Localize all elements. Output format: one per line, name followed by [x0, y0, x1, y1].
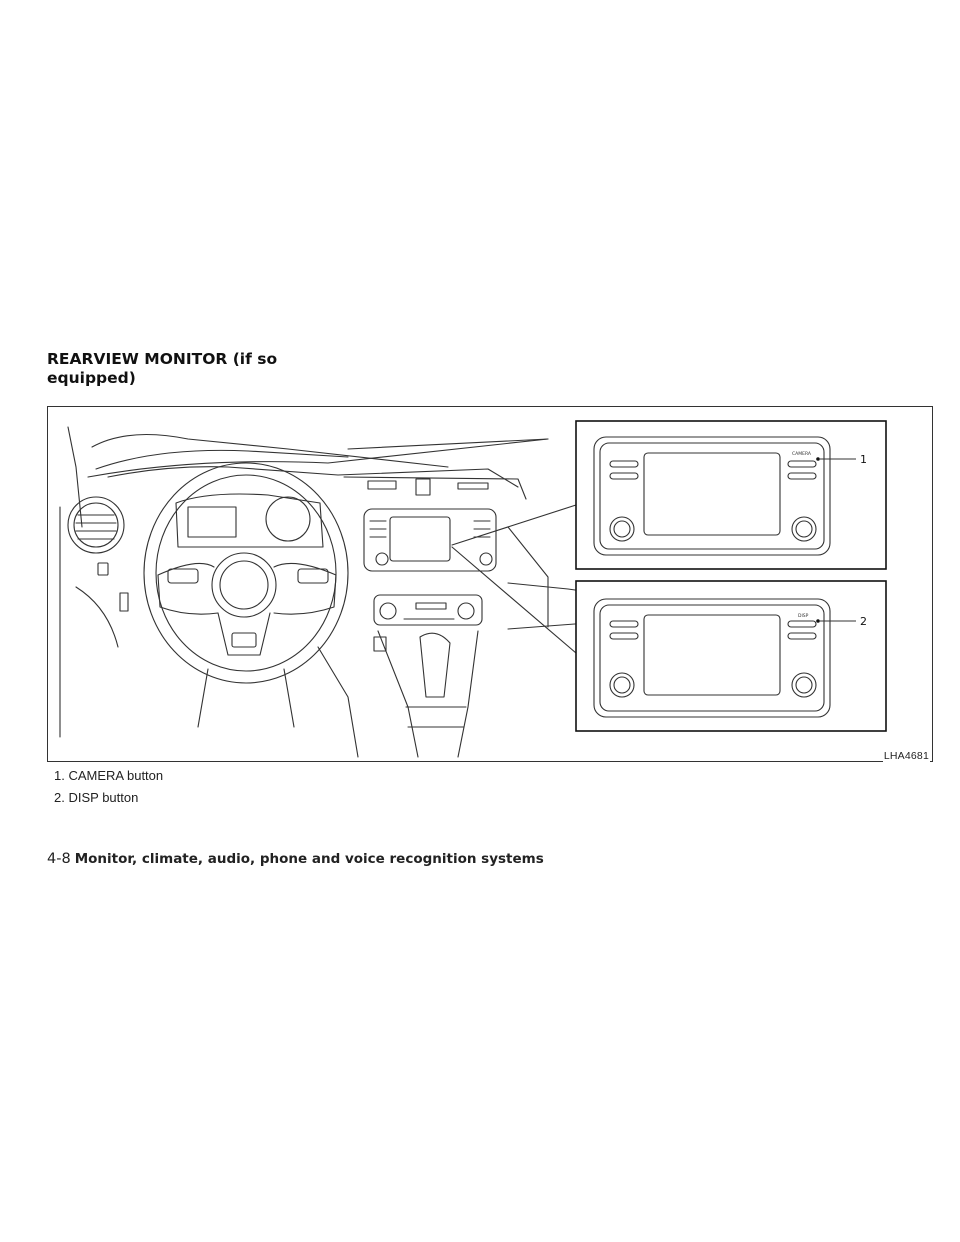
legend-list: 1. CAMERA button 2. DISP button — [54, 768, 163, 812]
callout-2: 2 — [860, 615, 867, 628]
callout-1: 1 — [860, 453, 867, 466]
legend-number: 1. — [54, 768, 65, 783]
disp-inset: DISP 2 — [575, 580, 887, 732]
page-number: 4-8 — [47, 851, 71, 867]
camera-inset: CAMERA 1 — [575, 420, 887, 570]
dashboard-illustration: CAMERA 1 DISP 2 LHA4 — [47, 406, 933, 762]
camera-button-label: CAMERA — [792, 451, 812, 457]
legend-item: 1. CAMERA button — [54, 768, 163, 790]
legend-text: CAMERA button — [68, 768, 164, 783]
section-title: REARVIEW MONITOR (if so equipped) — [47, 350, 278, 387]
chapter-title: Monitor, climate, audio, phone and voice… — [74, 851, 544, 867]
figure-code: LHA4681 — [882, 750, 930, 762]
legend-text: DISP button — [68, 790, 139, 805]
legend-number: 2. — [54, 790, 65, 805]
dashboard-line-drawing: CAMERA 1 DISP 2 — [59, 420, 887, 758]
legend-item: 2. DISP button — [54, 790, 163, 812]
disp-button-label: DISP — [798, 613, 809, 619]
